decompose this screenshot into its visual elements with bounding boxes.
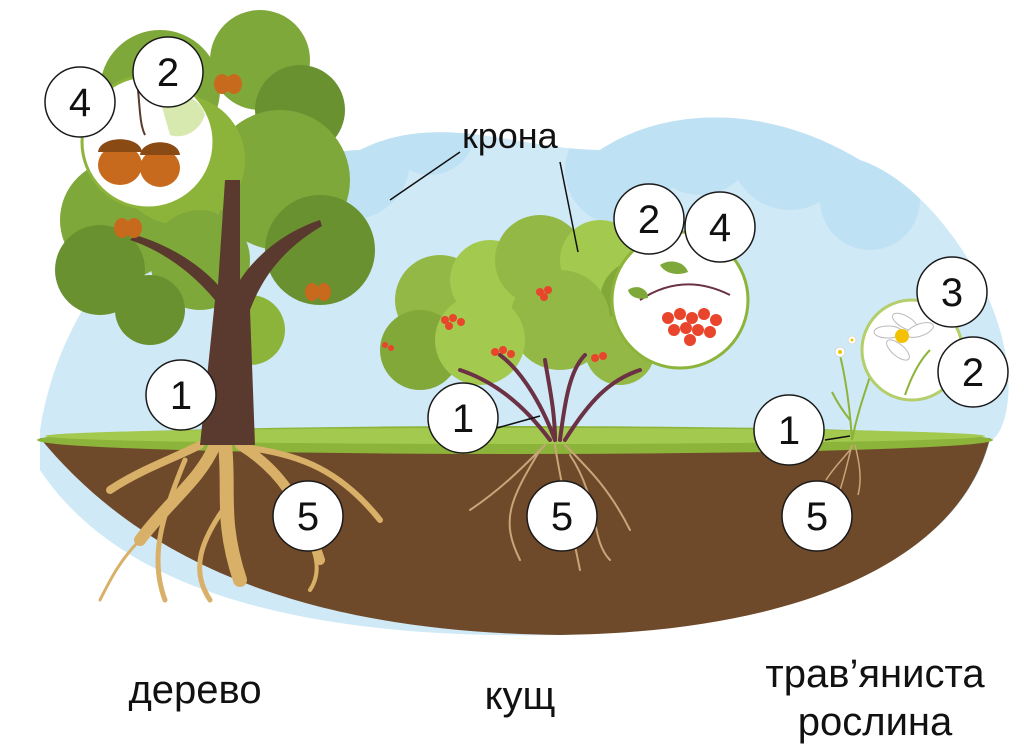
marker-tree-stem: 1 — [146, 360, 216, 430]
svg-text:1: 1 — [778, 409, 800, 453]
marker-herb-leaf: 2 — [938, 337, 1008, 407]
svg-text:1: 1 — [452, 397, 474, 441]
label-tree: дерево — [95, 666, 295, 714]
marker-shrub-stem: 1 — [428, 383, 498, 453]
marker-herb-stem: 1 — [754, 395, 824, 465]
marker-tree-fruit-top: 2 — [133, 37, 203, 107]
crown-label: крона — [462, 115, 559, 156]
svg-text:5: 5 — [806, 495, 828, 539]
svg-text:5: 5 — [297, 495, 319, 539]
label-herb-line2: рослина — [740, 698, 1010, 746]
svg-text:2: 2 — [638, 198, 660, 242]
marker-tree-root: 5 — [273, 481, 343, 551]
label-shrub: кущ — [440, 672, 600, 720]
label-herb-line1: трав’яниста — [740, 650, 1010, 698]
label-herb: трав’яниста рослина — [740, 650, 1010, 746]
marker-shrub-root: 5 — [527, 481, 597, 551]
marker-herb-flower: 3 — [917, 257, 987, 327]
marker-shrub-fruit-left: 2 — [614, 184, 684, 254]
marker-tree-fruit-left: 4 — [45, 67, 115, 137]
svg-text:5: 5 — [551, 495, 573, 539]
svg-text:4: 4 — [69, 81, 91, 125]
svg-text:1: 1 — [170, 374, 192, 418]
marker-herb-root: 5 — [782, 481, 852, 551]
svg-text:3: 3 — [941, 271, 963, 315]
svg-text:2: 2 — [962, 351, 984, 395]
svg-text:2: 2 — [157, 51, 179, 95]
svg-text:4: 4 — [709, 206, 731, 250]
marker-shrub-fruit-right: 4 — [685, 192, 755, 262]
